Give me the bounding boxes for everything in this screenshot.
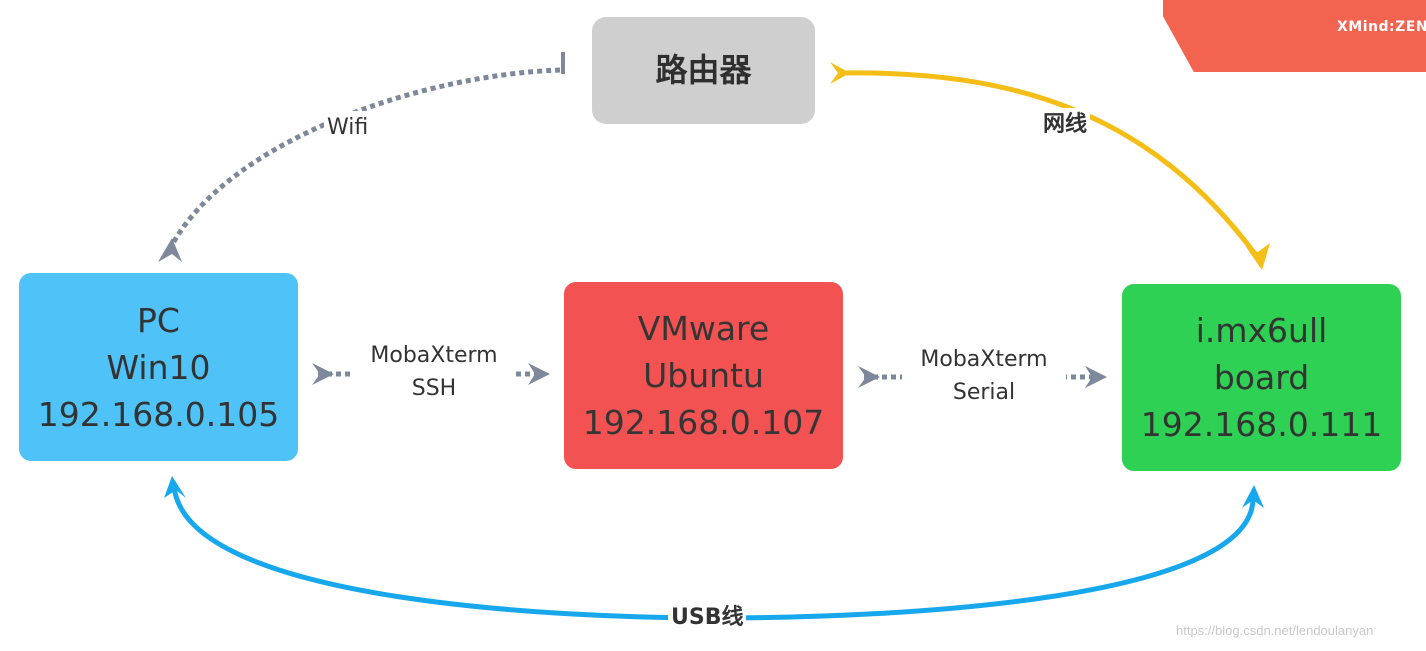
net-edge-label: 网线 bbox=[1040, 108, 1091, 142]
board-type: board bbox=[1213, 358, 1310, 397]
pc-ip: 192.168.0.105 bbox=[37, 394, 280, 434]
ssh-edge-start-head bbox=[312, 363, 334, 385]
ssh-label-tool: MobaXterm bbox=[370, 343, 498, 368]
serial-edge-start-head bbox=[858, 366, 880, 388]
wifi-edge bbox=[169, 67, 561, 247]
serial-label-tool: MobaXterm bbox=[920, 347, 1048, 372]
usb-arrow-head bbox=[1242, 485, 1264, 508]
board-ip: 192.168.0.111 bbox=[1140, 405, 1383, 444]
pc-node[interactable]: PC Win10 192.168.0.105 bbox=[19, 273, 298, 461]
router-node[interactable]: 路由器 bbox=[592, 17, 815, 124]
vm-name: VMware bbox=[637, 309, 770, 348]
usb-edge-start-head bbox=[164, 476, 186, 498]
net-edge bbox=[837, 70, 1261, 260]
net-edge-start-head bbox=[830, 62, 850, 84]
board-node[interactable]: i.mx6ull board 192.168.0.111 bbox=[1122, 284, 1401, 471]
vm-node[interactable]: VMware Ubuntu 192.168.0.107 bbox=[564, 282, 843, 469]
vm-ip: 192.168.0.107 bbox=[582, 403, 825, 442]
wifi-arrow-head bbox=[158, 238, 182, 262]
ssh-edge-label: MobaXterm SSH bbox=[352, 339, 516, 405]
router-label: 路由器 bbox=[655, 51, 752, 89]
xmind-brand-text: XMind:ZEN bbox=[1337, 19, 1426, 35]
serial-edge-label: MobaXterm Serial bbox=[902, 343, 1066, 409]
watermark-url: https://blog.csdn.net/lendoulanyan bbox=[1176, 623, 1374, 638]
net-arrow-head bbox=[1246, 243, 1270, 270]
vm-os: Ubuntu bbox=[643, 356, 764, 395]
pc-name: PC bbox=[137, 300, 180, 340]
ssh-arrow-head bbox=[528, 363, 550, 385]
board-name: i.mx6ull bbox=[1195, 311, 1328, 350]
pc-os: Win10 bbox=[106, 347, 211, 387]
ssh-label-protocol: SSH bbox=[411, 376, 457, 401]
serial-arrow-head bbox=[1085, 366, 1107, 388]
serial-label-protocol: Serial bbox=[952, 380, 1016, 405]
usb-edge bbox=[171, 485, 1256, 621]
wifi-edge-label: Wifi bbox=[324, 111, 372, 145]
xmind-badge bbox=[1163, 0, 1426, 72]
usb-edge-label: USB线 bbox=[668, 601, 747, 635]
